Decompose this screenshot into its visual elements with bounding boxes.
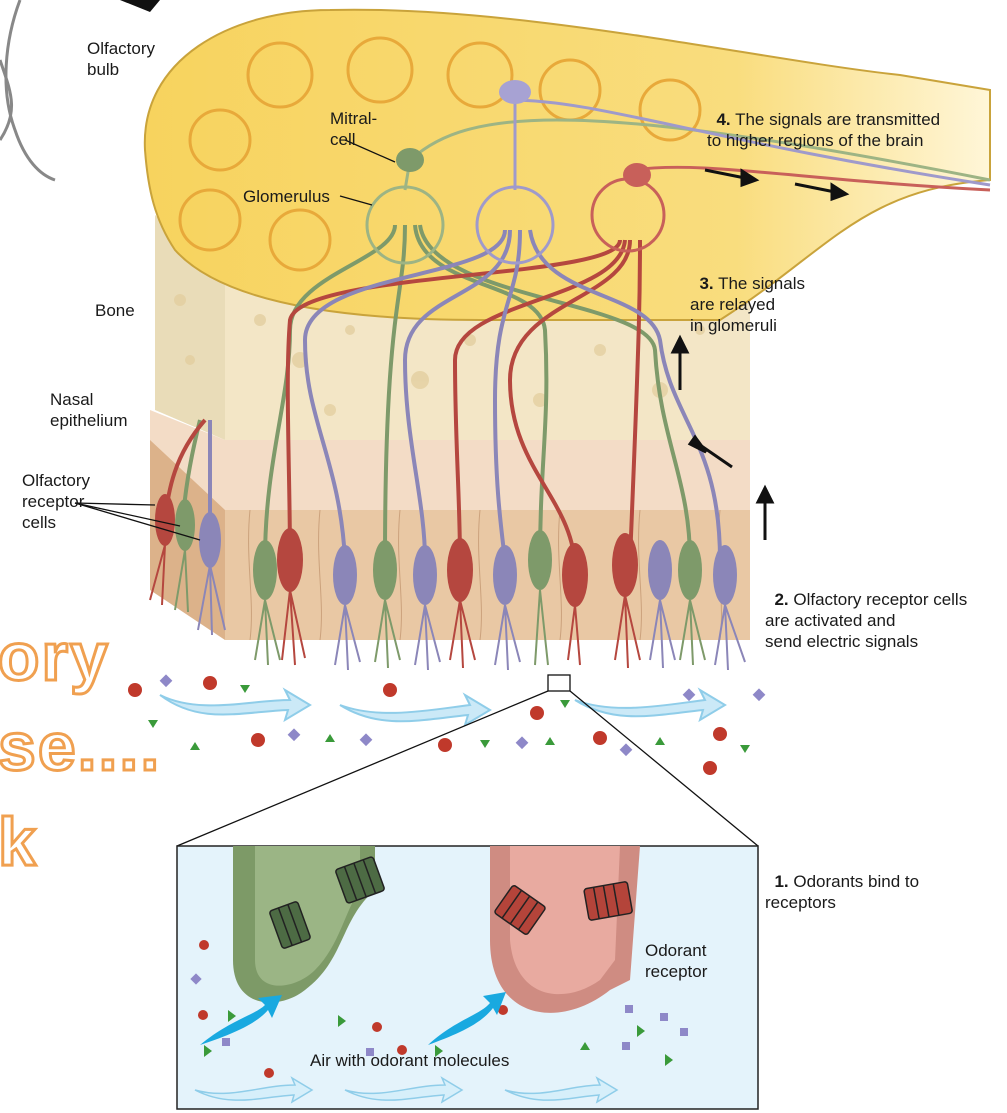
background-text-3: k	[0, 803, 38, 881]
step-1: 1. Odorants bind to receptors	[765, 850, 919, 913]
step-3: 3. The signals are relayed in glomeruli	[690, 252, 805, 336]
step-1-text: Odorants bind to receptors	[765, 872, 919, 912]
top-arrow	[120, 0, 160, 12]
label-air-with-odorant: Air with odorant molecules	[310, 1050, 509, 1071]
background-text-1: ory	[0, 618, 110, 696]
brain-outline	[6, 0, 55, 180]
step-1-number: 1.	[774, 872, 788, 891]
label-olfactory-receptor-cells: Olfactory receptor cells	[22, 470, 90, 533]
label-bone: Bone	[95, 300, 135, 321]
label-odorant-receptor: Odorant receptor	[645, 940, 707, 982]
step-2-number: 2.	[774, 590, 788, 609]
label-nasal-epithelium: Nasal epithelium	[50, 389, 128, 431]
background-text-2: se....	[0, 708, 161, 786]
label-mitral-cell: Mitral- cell	[330, 108, 377, 150]
air-flow-arrows	[160, 690, 725, 725]
label-glomerulus: Glomerulus	[243, 186, 330, 207]
step-2-text: Olfactory receptor cells are activated a…	[765, 590, 967, 651]
step-2: 2. Olfactory receptor cells are activate…	[765, 568, 967, 652]
label-olfactory-bulb: Olfactory bulb	[87, 38, 155, 80]
odorant-molecules	[128, 674, 765, 775]
step-3-number: 3.	[699, 274, 713, 293]
step-4: 4. The signals are transmitted to higher…	[707, 88, 940, 151]
step-4-number: 4.	[716, 110, 730, 129]
step-4-text: The signals are transmitted to higher re…	[707, 110, 940, 150]
